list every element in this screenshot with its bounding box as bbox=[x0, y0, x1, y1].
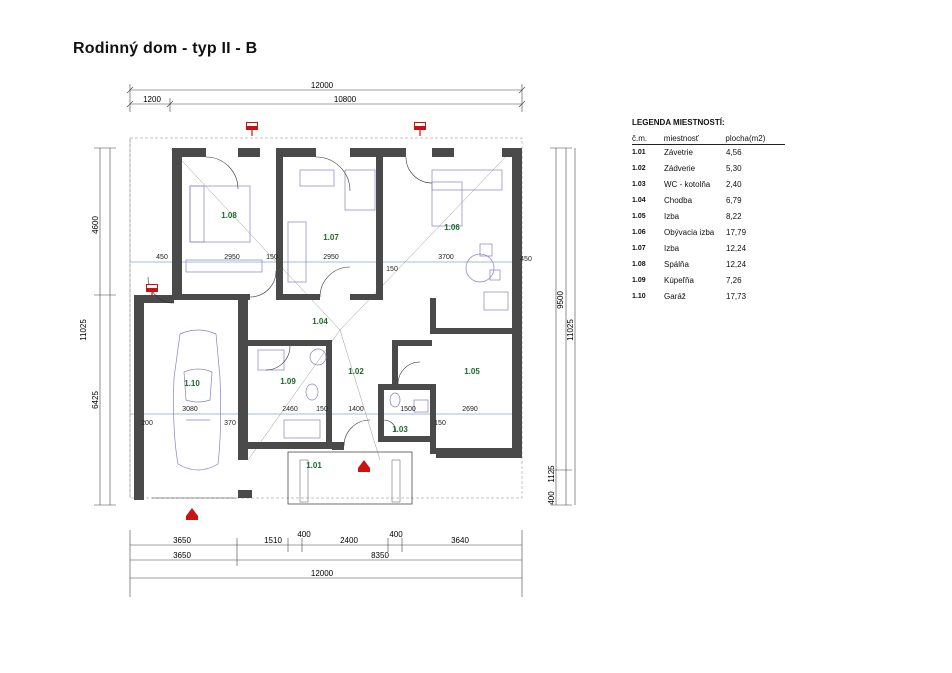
svg-text:450: 450 bbox=[520, 256, 532, 263]
room-label: 1.04 bbox=[312, 317, 328, 326]
dim-bot1-f: 3640 bbox=[451, 536, 469, 545]
dim-top-left: 1200 bbox=[143, 95, 161, 104]
svg-text:370: 370 bbox=[224, 420, 236, 427]
svg-text:2950: 2950 bbox=[224, 254, 240, 261]
svg-text:2690: 2690 bbox=[462, 406, 478, 413]
svg-text:2460: 2460 bbox=[282, 406, 298, 413]
room-label: 1.07 bbox=[323, 233, 339, 242]
svg-text:3080: 3080 bbox=[182, 406, 198, 413]
svg-text:450: 450 bbox=[156, 254, 168, 261]
room-label: 1.05 bbox=[464, 367, 480, 376]
dim-top-right: 10800 bbox=[334, 95, 357, 104]
room-label: 1.10 bbox=[184, 379, 200, 388]
svg-text:2950: 2950 bbox=[323, 254, 339, 261]
room-label: 1.09 bbox=[280, 377, 296, 386]
dim-bot3: 12000 bbox=[311, 569, 334, 578]
marker-arrow-icon bbox=[414, 122, 426, 136]
legend-header: č.m. miestnosť plocha(m2) bbox=[632, 134, 785, 145]
legend-header-num: č.m. bbox=[632, 134, 648, 143]
dim-right-upper: 9500 bbox=[556, 291, 565, 309]
top-dimensions bbox=[126, 84, 526, 112]
dim-right-total: 11025 bbox=[566, 319, 575, 341]
dim-right-b2: 400 bbox=[547, 491, 556, 505]
furniture bbox=[173, 169, 509, 471]
dim-bot1-e: 400 bbox=[389, 530, 403, 539]
dim-bot2-a: 3650 bbox=[173, 551, 191, 560]
svg-text:150: 150 bbox=[316, 406, 328, 413]
svg-text:150: 150 bbox=[266, 254, 278, 261]
marker-arrow-icon bbox=[146, 284, 158, 298]
dim-bot1-a: 3650 bbox=[173, 536, 191, 545]
internal-dimensions: 450 2950 150 2950 150 3700 450 200 3080 … bbox=[141, 254, 532, 427]
legend-header-area: plocha(m2) bbox=[725, 134, 766, 143]
marker-arrow-icon bbox=[186, 508, 198, 520]
svg-text:1400: 1400 bbox=[348, 406, 364, 413]
svg-text:1500: 1500 bbox=[400, 406, 416, 413]
room-label: 1.03 bbox=[392, 425, 408, 434]
walls bbox=[134, 148, 522, 500]
legend-title: LEGENDA MIESTNOSTÍ: bbox=[632, 118, 725, 127]
dim-bot1-b: 1510 bbox=[264, 536, 282, 545]
page-title: Rodinný dom - typ II - B bbox=[73, 40, 258, 57]
svg-text:150: 150 bbox=[434, 420, 446, 427]
dim-left-total: 11025 bbox=[79, 319, 88, 341]
room-label: 1.01 bbox=[306, 461, 322, 470]
dim-bot1-c: 400 bbox=[297, 530, 311, 539]
site-outline bbox=[129, 137, 523, 505]
dim-bot2-b: 8350 bbox=[371, 551, 389, 560]
dim-left-upper: 4600 bbox=[91, 216, 100, 234]
dim-top-total: 12000 bbox=[311, 81, 334, 90]
marker-arrow-icon bbox=[358, 460, 370, 472]
room-legend: LEGENDA MIESTNOSTÍ: č.m. miestnosť ploch… bbox=[632, 118, 792, 305]
section-markers bbox=[146, 122, 426, 520]
bottom-dimensions bbox=[129, 530, 523, 597]
room-labels: 1.08 1.07 1.06 1.04 1.10 1.09 1.02 1.05 … bbox=[184, 211, 480, 470]
legend-header-name: miestnosť bbox=[663, 134, 699, 143]
room-label: 1.02 bbox=[348, 367, 364, 376]
room-label: 1.08 bbox=[221, 211, 237, 220]
dim-bot1-d: 2400 bbox=[340, 536, 358, 545]
marker-arrow-icon bbox=[246, 122, 258, 136]
door-swings bbox=[147, 156, 433, 447]
side-dimensions bbox=[94, 147, 576, 506]
room-label: 1.06 bbox=[444, 223, 460, 232]
dim-left-lower: 6425 bbox=[91, 391, 100, 409]
svg-text:150: 150 bbox=[386, 266, 398, 273]
svg-text:200: 200 bbox=[141, 420, 153, 427]
dim-right-b1: 1125 bbox=[547, 465, 556, 483]
svg-text:3700: 3700 bbox=[438, 254, 454, 261]
